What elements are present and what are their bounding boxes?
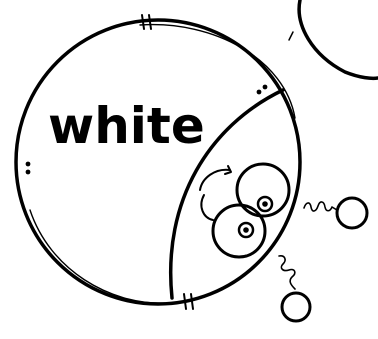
stray-mark	[289, 32, 293, 40]
outside-circle-right	[304, 198, 367, 228]
curved-arrows	[200, 166, 231, 220]
circle-tick-marks	[142, 15, 193, 309]
inner-circles-cluster	[213, 164, 289, 257]
top-right-circle-arc	[299, 0, 378, 78]
main-circle	[16, 20, 300, 304]
region-label: white	[48, 97, 205, 155]
outside-circle-bottom	[279, 256, 310, 321]
